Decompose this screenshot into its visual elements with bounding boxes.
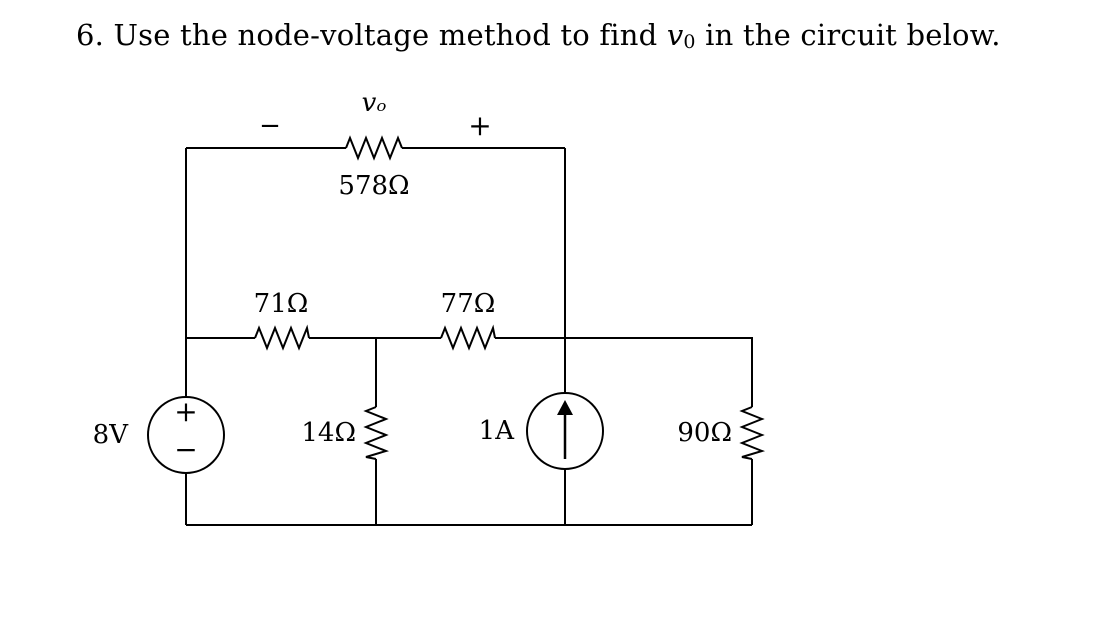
resistor-14 xyxy=(363,406,390,460)
voltage-source-minus: − xyxy=(174,433,197,466)
problem-statement: 6. Use the node-voltage method to find v… xyxy=(76,18,1001,53)
label-8v: 8V xyxy=(93,420,130,450)
label-14: 14Ω xyxy=(301,418,356,448)
vo-plus-label: + xyxy=(468,109,491,142)
current-source xyxy=(526,392,604,470)
resistor-77 xyxy=(440,324,496,351)
vo-minus-label: − xyxy=(259,111,281,141)
vo-label: vₒ xyxy=(362,88,387,118)
problem-variable: v0 xyxy=(666,18,696,53)
voltage-source: + − xyxy=(147,395,225,474)
label-90: 90Ω xyxy=(677,418,732,448)
label-578: 578Ω xyxy=(338,171,409,201)
resistor-71 xyxy=(254,324,310,351)
label-71: 71Ω xyxy=(254,289,309,319)
label-77: 77Ω xyxy=(441,289,496,319)
wire-mid-right xyxy=(495,337,753,407)
label-1a: 1A xyxy=(479,416,516,446)
problem-suffix: in the circuit below. xyxy=(695,18,1001,52)
voltage-source-plus: + xyxy=(174,395,197,428)
resistor-90 xyxy=(739,406,766,460)
circuit-wires xyxy=(185,147,753,526)
problem-prefix: 6. Use the node-voltage method to find xyxy=(76,18,667,52)
current-arrowhead-icon xyxy=(557,400,573,415)
resistor-578 xyxy=(345,135,403,161)
